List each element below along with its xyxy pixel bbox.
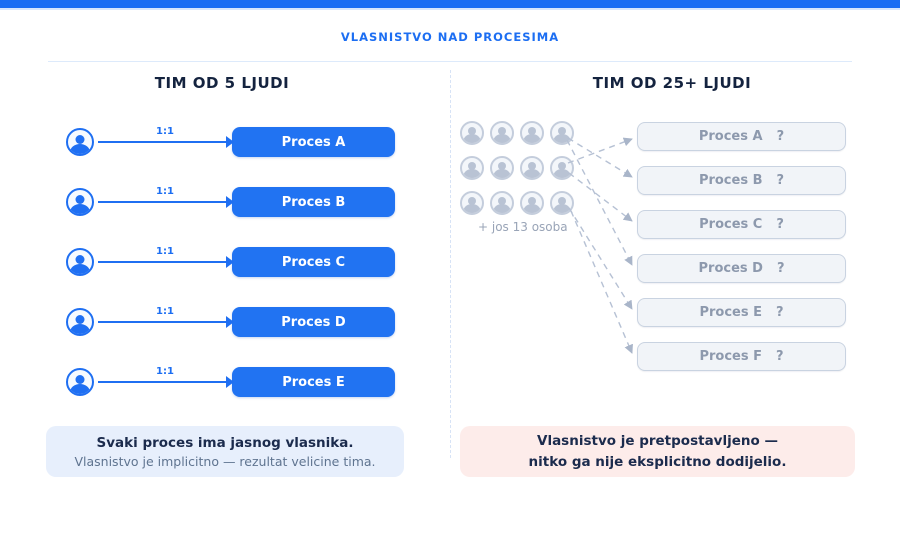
user-avatar-gray-icon: [460, 156, 484, 180]
user-avatar-gray-icon: [490, 121, 514, 145]
question-mark-label: ?: [776, 129, 785, 144]
process-label: Proces B: [698, 173, 763, 188]
ownership-connector-line: 1:1: [98, 186, 234, 208]
user-avatar-icon: [66, 128, 94, 156]
column-divider: [450, 70, 451, 458]
user-avatar-icon: [66, 368, 94, 396]
page-title: VLASNISTVO NAD PROCESIMA: [340, 30, 560, 44]
process-label: Proces D: [698, 261, 763, 276]
process-label: Proces A: [698, 129, 763, 144]
user-avatar-icon: [66, 248, 94, 276]
process-label: Proces C: [699, 217, 763, 232]
process-label: Proces E: [699, 305, 762, 320]
ownership-connector-line: 1:1: [98, 366, 234, 388]
arrow-right-icon: [226, 256, 234, 268]
user-avatar-gray-icon: [490, 191, 514, 215]
ownership-connector-line: 1:1: [98, 306, 234, 328]
user-avatar-gray-icon: [490, 156, 514, 180]
ratio-label: 1:1: [156, 306, 174, 317]
unowned-process-box: Proces F ?: [637, 342, 846, 371]
unowned-process-box: Proces E ?: [637, 298, 846, 327]
ratio-label: 1:1: [156, 366, 174, 377]
ownership-connector-line: 1:1: [98, 126, 234, 148]
user-avatar-icon: [66, 188, 94, 216]
arrow-right-icon: [226, 136, 234, 148]
ratio-label: 1:1: [156, 126, 174, 137]
user-avatar-gray-icon: [520, 121, 544, 145]
tangled-assignment-lines: [566, 137, 633, 354]
left-column-heading: TIM OD 5 LJUDI: [154, 74, 290, 92]
question-mark-label: ?: [776, 349, 784, 364]
ownership-connector-line: 1:1: [98, 246, 234, 268]
people-grid: [460, 121, 580, 226]
owner-process-row: 1:1 Proces E: [40, 352, 395, 412]
arrow-right-icon: [226, 196, 234, 208]
question-mark-label: ?: [776, 173, 785, 188]
user-avatar-gray-icon: [520, 156, 544, 180]
user-avatar-gray-icon: [520, 191, 544, 215]
more-people-label: + jos 13 osoba: [478, 220, 568, 234]
left-callout: Svaki proces ima jasnog vlasnika. Vlasni…: [46, 426, 404, 477]
process-badge: Proces C: [232, 247, 395, 277]
unowned-process-box: Proces D ?: [637, 254, 846, 283]
owner-process-row: 1:1 Proces A: [40, 112, 395, 172]
process-badge: Proces D: [232, 307, 395, 337]
process-label: Proces F: [699, 349, 762, 364]
question-mark-label: ?: [776, 305, 784, 320]
question-mark-label: ?: [776, 261, 785, 276]
user-avatar-gray-icon: [550, 121, 574, 145]
unowned-process-box: Proces B ?: [637, 166, 846, 195]
right-callout-line2: nitko ga nije eksplicitno dodijelio.: [528, 453, 787, 470]
user-avatar-gray-icon: [550, 191, 574, 215]
top-accent-bar: [0, 0, 900, 10]
process-badge: Proces B: [232, 187, 395, 217]
user-avatar-gray-icon: [460, 121, 484, 145]
right-column-heading: TIM OD 25+ LJUDI: [592, 74, 752, 92]
arrow-right-icon: [226, 376, 234, 388]
right-callout-line1: Vlasnistvo je pretpostavljeno —: [537, 433, 778, 450]
question-mark-label: ?: [776, 217, 784, 232]
right-callout: Vlasnistvo je pretpostavljeno — nitko ga…: [460, 426, 855, 477]
user-avatar-icon: [66, 308, 94, 336]
unowned-process-box: Proces C ?: [637, 210, 846, 239]
process-badge: Proces A: [232, 127, 395, 157]
arrow-right-icon: [226, 316, 234, 328]
people-grid-row: [460, 156, 580, 180]
left-ownership-rows: 1:1 Proces A 1:1 Proces B 1:1 Proces C 1…: [40, 112, 395, 412]
user-avatar-gray-icon: [550, 156, 574, 180]
people-grid-row: [460, 121, 580, 145]
process-badge: Proces E: [232, 367, 395, 397]
title-divider: [48, 61, 852, 62]
unowned-process-box: Proces A ?: [637, 122, 846, 151]
owner-process-row: 1:1 Proces C: [40, 232, 395, 292]
ratio-label: 1:1: [156, 246, 174, 257]
ratio-label: 1:1: [156, 186, 174, 197]
left-callout-subtitle: Vlasnistvo je implicitno — rezultat veli…: [74, 453, 376, 469]
owner-process-row: 1:1 Proces B: [40, 172, 395, 232]
left-callout-title: Svaki proces ima jasnog vlasnika.: [96, 434, 354, 451]
right-process-boxes: Proces A ? Proces B ? Proces C ? Proces …: [637, 122, 846, 386]
people-grid-row: [460, 191, 580, 215]
owner-process-row: 1:1 Proces D: [40, 292, 395, 352]
user-avatar-gray-icon: [460, 191, 484, 215]
